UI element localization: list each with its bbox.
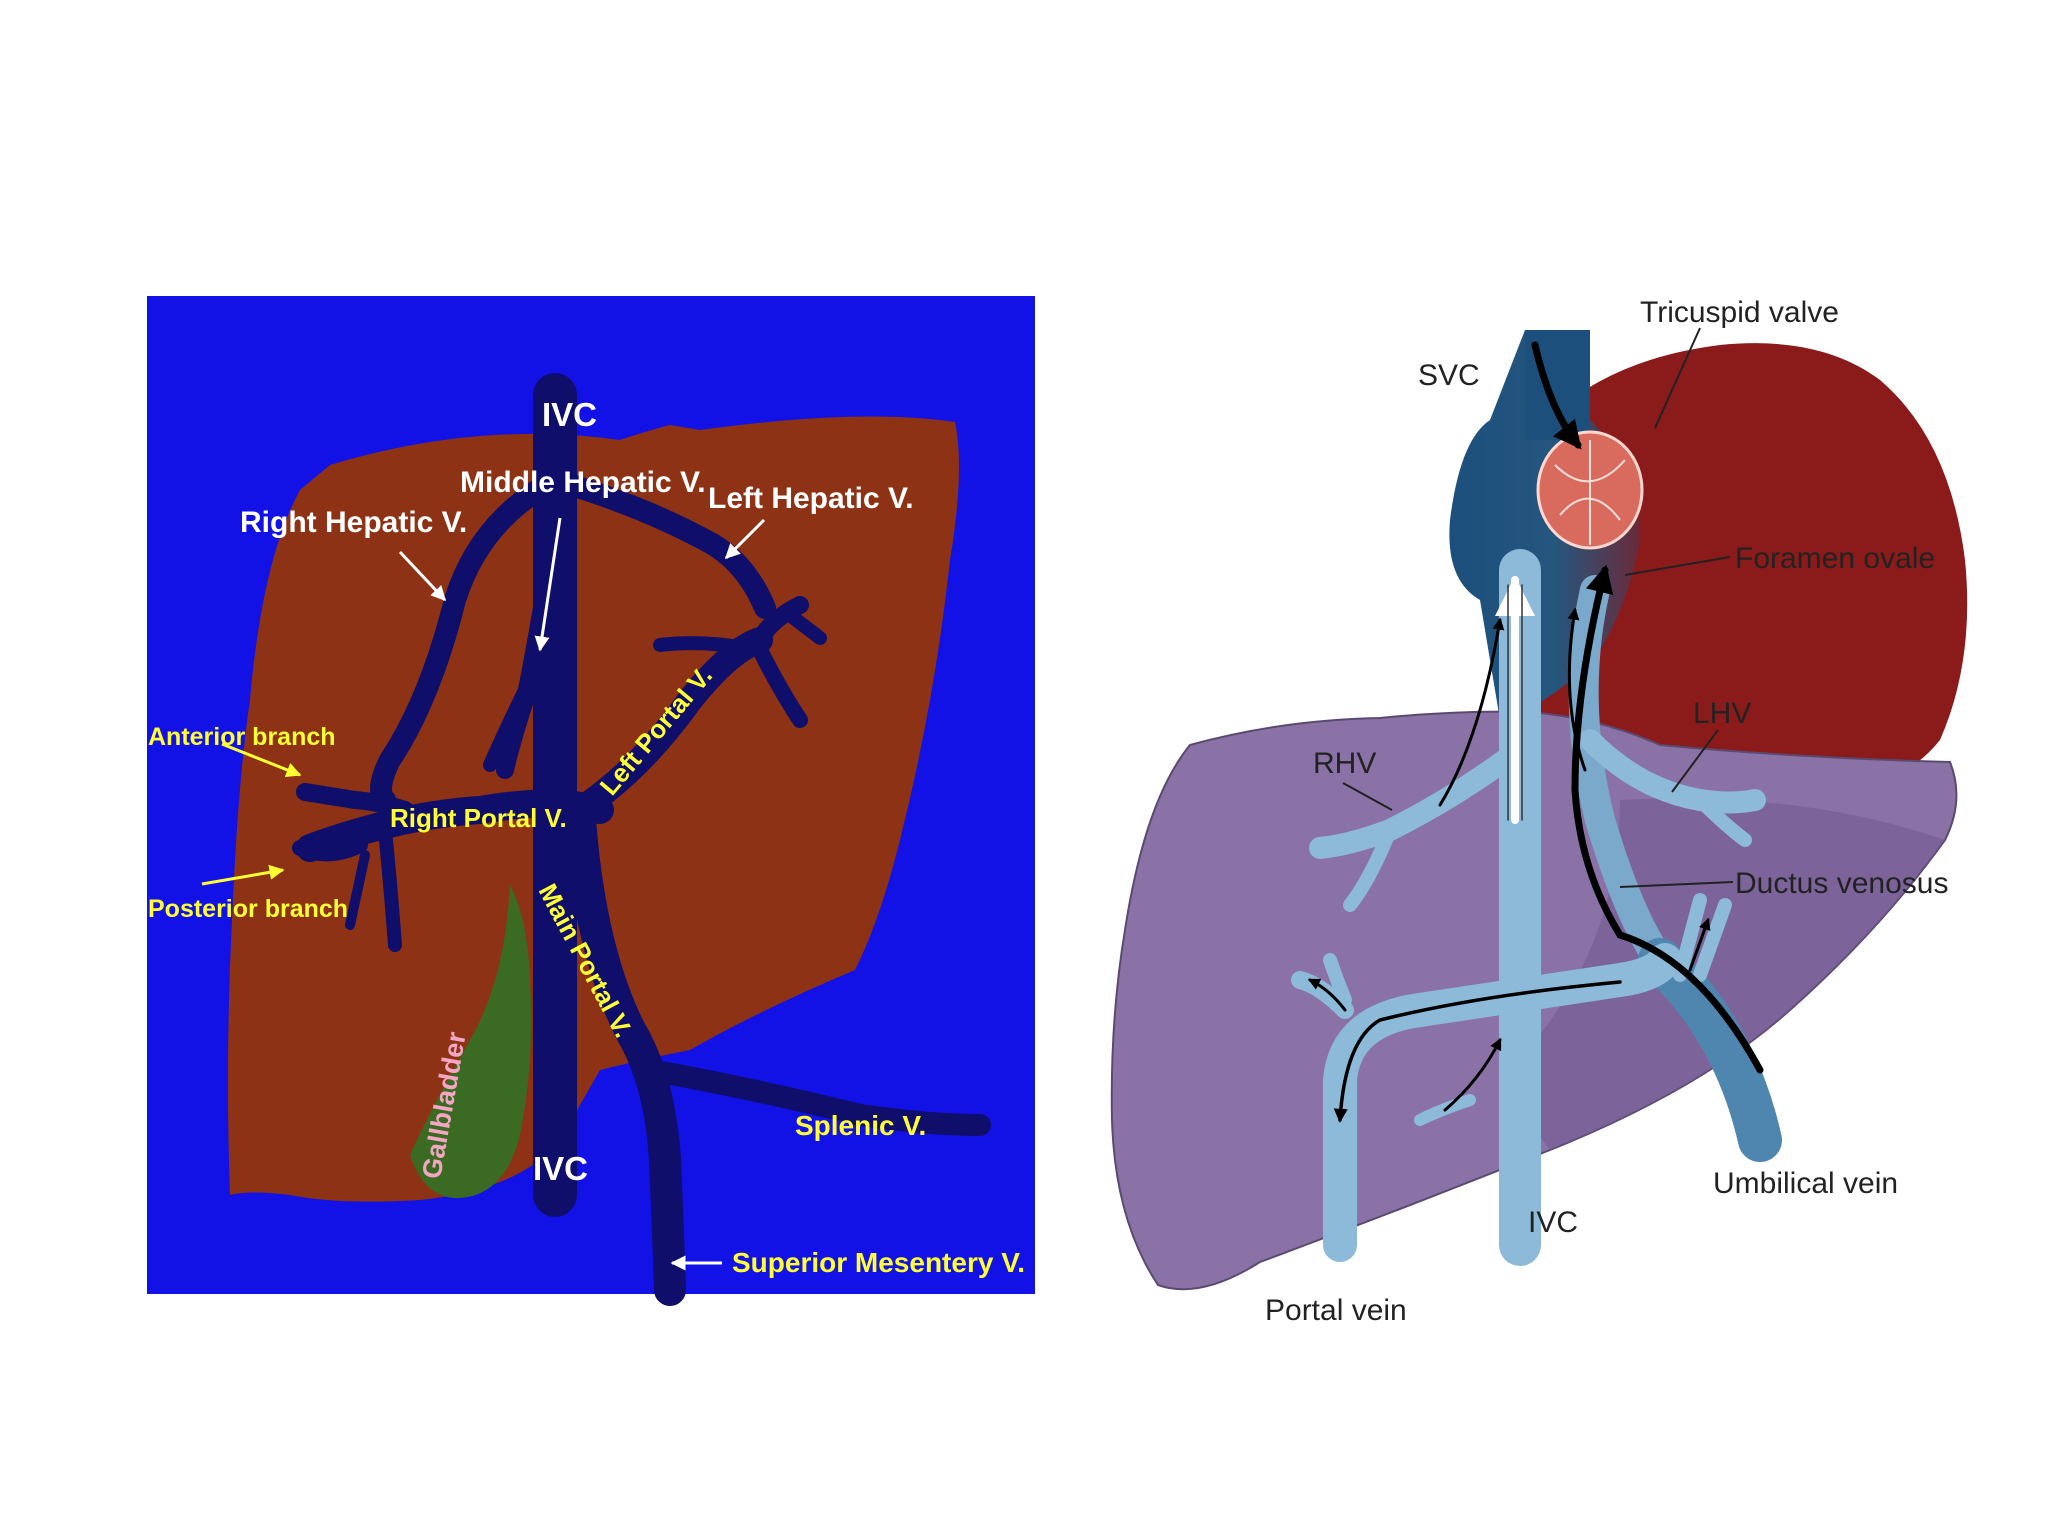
portal-branch-small bbox=[1414, 1094, 1476, 1126]
left-arrows bbox=[201, 517, 766, 1271]
right-hepatic-arrow bbox=[398, 550, 447, 602]
posterior-branch-shape bbox=[292, 837, 368, 862]
label-anterior-branch: Anterior branch bbox=[148, 723, 336, 751]
left-portal-branch-down bbox=[752, 642, 808, 728]
tricuspid-valve bbox=[1536, 430, 1644, 550]
right-portal-vein-shape bbox=[296, 789, 614, 862]
foramen-leader bbox=[1624, 556, 1731, 576]
label-ivc: IVC bbox=[1528, 1206, 1578, 1239]
svc-flow-arrow bbox=[1531, 341, 1582, 450]
ivc-open-arrow-outline bbox=[1507, 584, 1523, 821]
left-hepatic-arrow bbox=[724, 518, 766, 560]
label-superior-mesentery: Superior Mesentery V. bbox=[732, 1247, 1025, 1278]
label-posterior-branch: Posterior branch bbox=[148, 895, 348, 923]
left-portal-branch-left bbox=[653, 636, 752, 655]
label-portal-vein: Portal vein bbox=[1265, 1294, 1407, 1327]
portal-left-flow-arrow bbox=[1307, 978, 1347, 1012]
label-middle-hepatic: Middle Hepatic V. bbox=[460, 466, 706, 499]
label-foramen-ovale: Foramen ovale bbox=[1735, 542, 1935, 575]
ductus-branch-arrow bbox=[1688, 917, 1711, 972]
ductus-flow-arrow bbox=[1571, 564, 1764, 1074]
middle-hepatic-branch bbox=[483, 673, 537, 772]
rhv-branch bbox=[1343, 823, 1397, 912]
ductus-branch-1 bbox=[1673, 893, 1707, 982]
label-ivc-top: IVC bbox=[542, 396, 597, 433]
label-tricuspid: Tricuspid valve bbox=[1640, 296, 1839, 329]
label-umbilical-vein: Umbilical vein bbox=[1713, 1167, 1898, 1200]
posterior-branch-arrow bbox=[201, 864, 285, 886]
lhv-leader bbox=[1671, 729, 1719, 793]
leader-lines bbox=[1342, 327, 1734, 888]
portal-flow-arrow bbox=[1333, 980, 1622, 1123]
label-svc: SVC bbox=[1418, 359, 1480, 392]
anterior-branch-shape bbox=[296, 783, 414, 819]
posterior-branch-down bbox=[378, 823, 402, 952]
anterior-branch-arrow bbox=[221, 742, 302, 777]
right-diagram: SVC Tricuspid valve Foramen ovale LHV RH… bbox=[1110, 296, 1968, 1327]
left-veins bbox=[292, 373, 991, 1306]
posterior-branch-down2 bbox=[345, 850, 370, 930]
lhv-branch bbox=[1693, 793, 1752, 847]
label-right-portal: Right Portal V. bbox=[390, 803, 567, 833]
tricuspid-leader bbox=[1654, 327, 1701, 429]
rhv-leader bbox=[1342, 782, 1393, 811]
lhv-vessel bbox=[1579, 729, 1766, 814]
left-portal-branch-up bbox=[751, 596, 809, 649]
lhv-flow-arrow bbox=[1567, 607, 1587, 772]
label-rhv: RHV bbox=[1313, 747, 1376, 780]
left-portal-branch-right bbox=[783, 608, 827, 645]
middle-hepatic-arrow bbox=[534, 517, 562, 652]
label-right-hepatic: Right Hepatic V. bbox=[240, 506, 467, 539]
left-diagram: IVC IVC Middle Hepatic V. Left Hepatic V… bbox=[147, 296, 1035, 1306]
label-left-hepatic: Left Hepatic V. bbox=[708, 482, 914, 515]
right-hepatic-vein bbox=[370, 469, 566, 811]
ductus-leader bbox=[1619, 881, 1734, 888]
rhv-flow-arrow bbox=[1438, 617, 1505, 807]
label-lhv: LHV bbox=[1693, 697, 1751, 730]
label-splenic: Splenic V. bbox=[795, 1110, 926, 1141]
small-portal-flow-arrow bbox=[1443, 1037, 1502, 1112]
flow-arrows bbox=[1307, 341, 1764, 1123]
splenic-vein-shape bbox=[639, 1059, 991, 1136]
label-ductus-venosus: Ductus venosus bbox=[1735, 867, 1948, 900]
left-hepatic-vein bbox=[544, 469, 776, 619]
portal-branch-left-up bbox=[1323, 953, 1352, 1007]
gallbladder-shape bbox=[410, 885, 532, 1199]
ductus-branch-2 bbox=[1693, 898, 1732, 982]
label-ivc-bottom: IVC bbox=[533, 1150, 588, 1187]
